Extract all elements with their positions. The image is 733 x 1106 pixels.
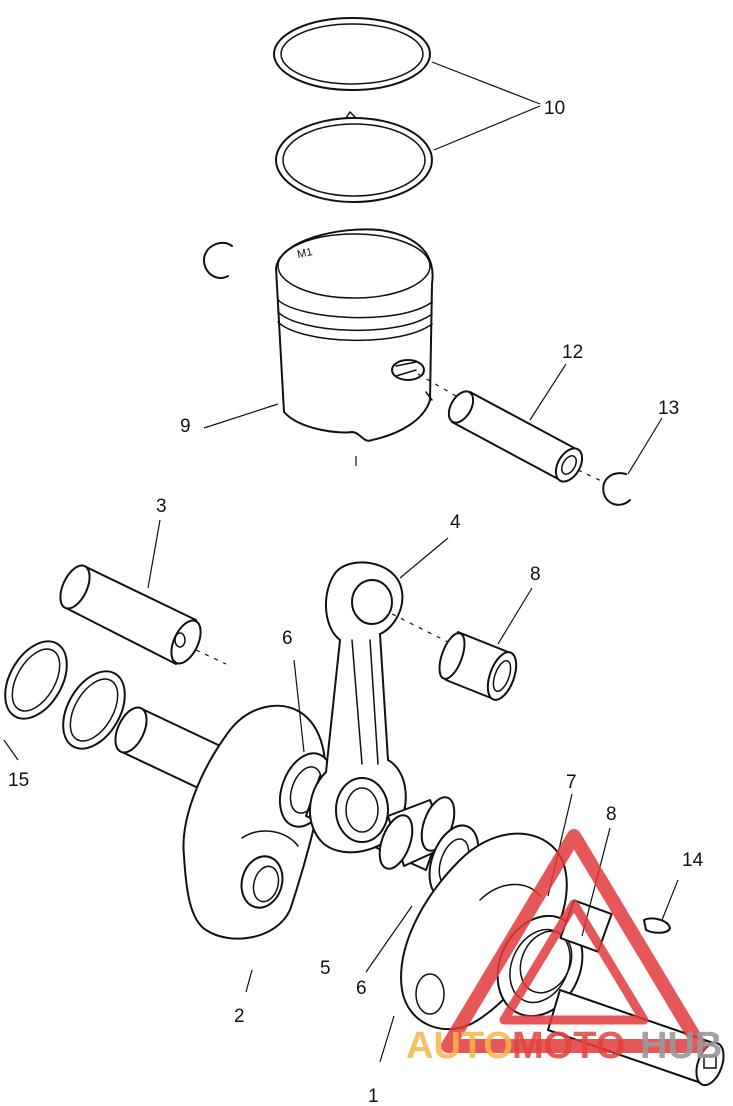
callout-6-lower: 6 [356, 978, 367, 999]
woodruff-key [643, 917, 671, 934]
callout-5: 5 [320, 958, 331, 979]
piston-pin-circlip-right [602, 472, 631, 506]
watermark-logo: AUTO MOTO HUB [406, 829, 722, 1067]
callout-6-upper: 6 [282, 628, 293, 649]
callout-13: 12 [562, 342, 583, 363]
callout-2: 2 [234, 1006, 245, 1027]
piston: M1 [275, 228, 434, 442]
watermark-moto: MOTO [512, 1025, 625, 1067]
needle-bearing-pin [59, 564, 202, 665]
callout-3: 3 [156, 496, 167, 517]
watermark-auto: AUTO [406, 1025, 513, 1067]
callout-15: 15 [8, 770, 29, 791]
connecting-rod [309, 561, 407, 854]
piston-pin-circlip-left [203, 241, 233, 279]
piston-marking: M1 [296, 246, 313, 261]
callout-14: 13 [658, 398, 679, 419]
crankshaft-seal-ring-outer [4, 640, 68, 720]
piston-ring-top [273, 17, 431, 91]
callout-7: 7 [566, 772, 577, 793]
callout-9: 8 [530, 564, 541, 585]
crankshaft-right-web [400, 832, 568, 1031]
callout-1: 1 [368, 1086, 379, 1106]
crankshaft-seal-ring-inner [62, 670, 126, 750]
callout-12: 10 [544, 98, 565, 119]
small-end-bearing [438, 631, 518, 701]
piston-ring-second [275, 110, 433, 203]
callout-11: 9 [180, 416, 191, 437]
callout-10: 14 [682, 850, 704, 871]
callout-labels: 10 9 12 13 3 4 8 6 15 7 8 14 5 6 2 1 [8, 98, 704, 1106]
callout-4: 4 [450, 512, 461, 533]
callout-8: 8 [606, 804, 617, 825]
piston-pin [447, 390, 584, 483]
watermark-hub: HUB [640, 1025, 722, 1067]
